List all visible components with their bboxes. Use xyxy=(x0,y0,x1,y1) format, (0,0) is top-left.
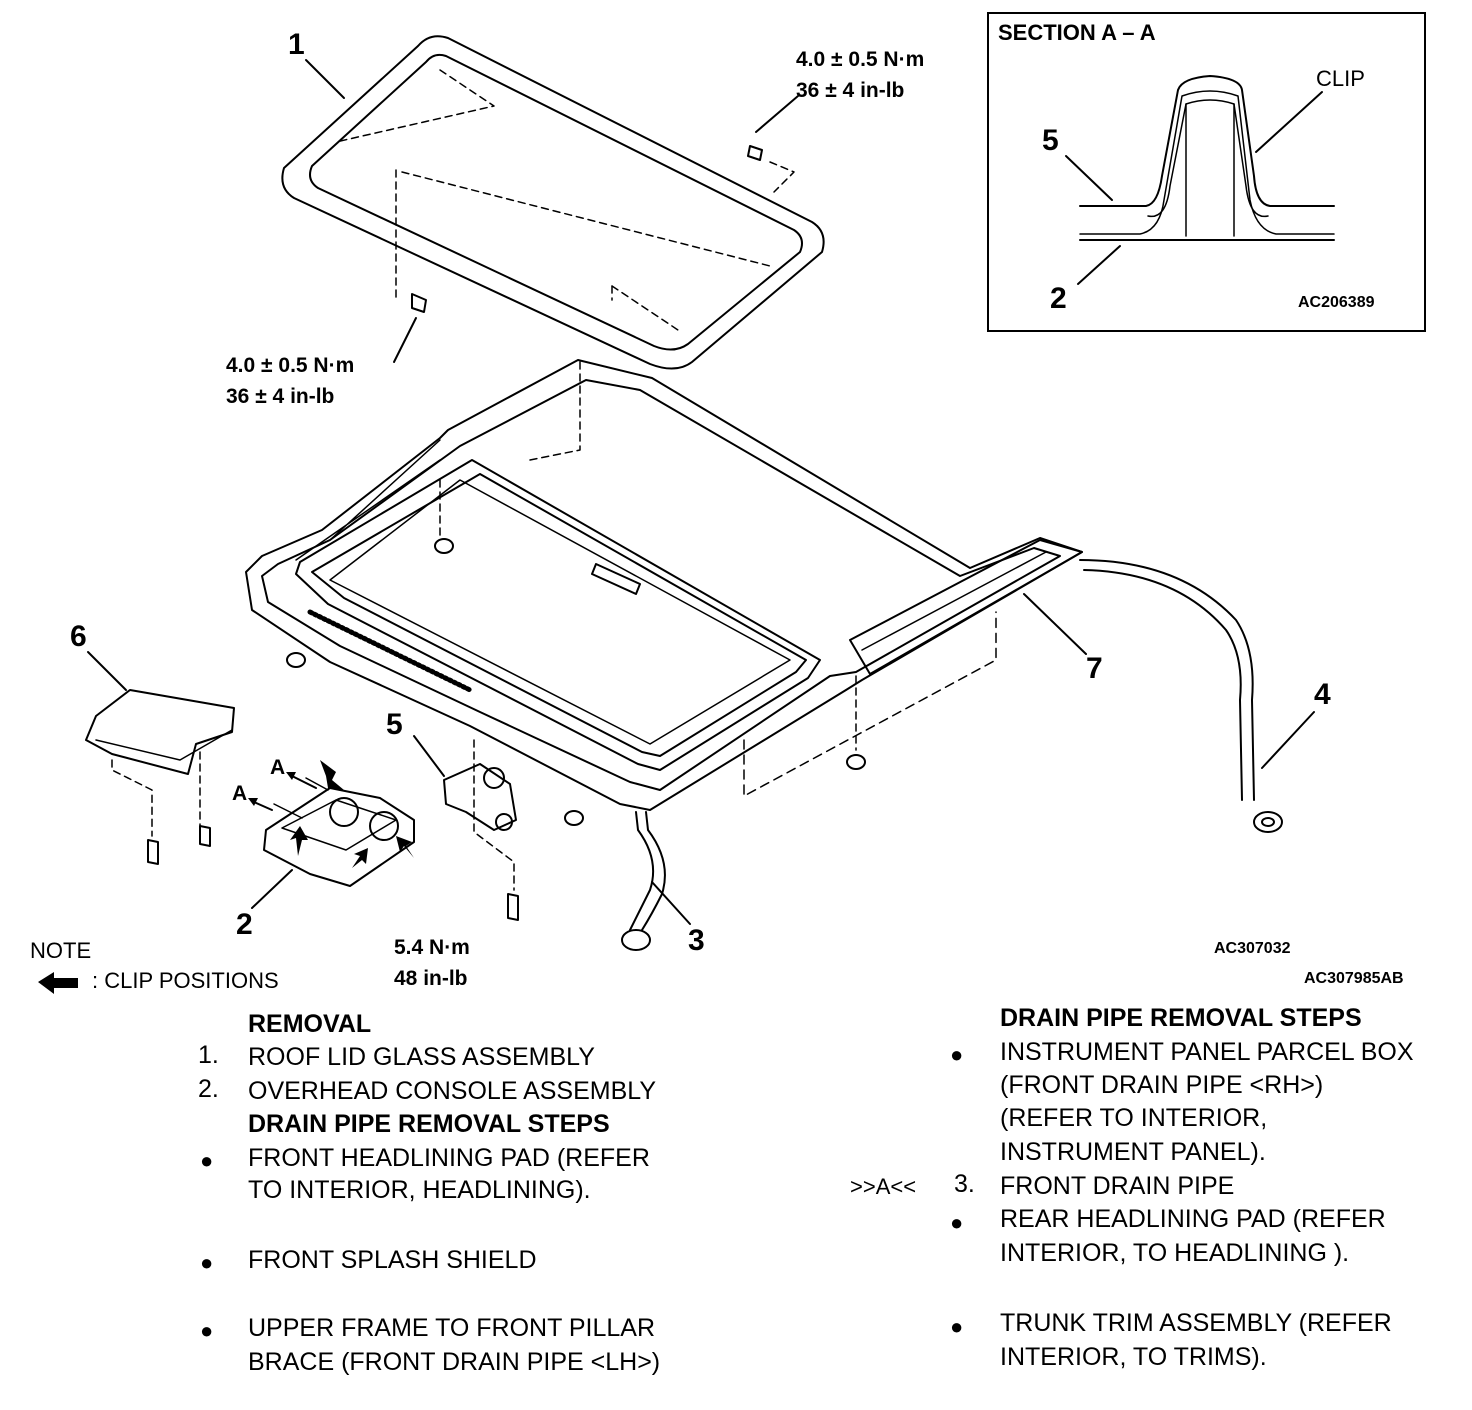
sunroof-motor xyxy=(413,735,519,921)
step-upper-frame-line1: UPPER FRAME TO FRONT PILLAR xyxy=(248,1314,656,1342)
step-roof-lid-glass: ROOF LID GLASS ASSEMBLY xyxy=(248,1043,595,1071)
figure-code-2: AC307985AB xyxy=(1304,970,1404,987)
bullet-icon: ● xyxy=(950,1042,964,1067)
drain-pipe-subheading: DRAIN PIPE REMOVAL STEPS xyxy=(248,1110,610,1138)
step-trunk-trim-line2: INTERIOR, TO TRIMS). xyxy=(1000,1343,1267,1371)
step-rear-headlining-line1: REAR HEADLINING PAD (REFER xyxy=(1000,1205,1386,1233)
removal-heading: REMOVAL xyxy=(248,1010,372,1038)
section-a-a-box xyxy=(987,12,1426,332)
arrow-label-a2: A xyxy=(232,782,248,805)
overhead-console xyxy=(251,777,415,909)
service-point-ref: >>A<< xyxy=(850,1174,917,1199)
glass-bolt-front xyxy=(393,293,427,363)
step-upper-frame-line2: BRACE (FRONT DRAIN PIPE <LH>) xyxy=(248,1348,661,1376)
leader-7 xyxy=(1023,593,1087,655)
callout-7: 7 xyxy=(1086,652,1103,685)
console-bracket xyxy=(85,651,235,865)
clip-arrows xyxy=(290,760,414,868)
step-parcel-box-line4: INSTRUMENT PANEL). xyxy=(1000,1138,1266,1166)
torque-value-inlb: 48 in-lb xyxy=(394,967,468,990)
bullet-icon: ● xyxy=(950,1210,964,1235)
callout-2: 2 xyxy=(236,908,253,941)
torque-value-nm: 4.0 ± 0.5 N·m xyxy=(226,354,355,377)
callout-3: 3 xyxy=(688,924,705,957)
sunroof-frame xyxy=(245,359,1083,811)
bullet-icon: ● xyxy=(950,1314,964,1339)
torque-motor: 5.4 N·m 48 in-lb xyxy=(394,932,470,994)
section-arrows xyxy=(248,772,317,811)
figure-code-1: AC307032 xyxy=(1214,940,1291,957)
callout-5: 5 xyxy=(386,708,403,741)
section-callout-2: 2 xyxy=(1050,282,1067,315)
step-number: 3. xyxy=(954,1170,975,1198)
step-front-drain-pipe: FRONT DRAIN PIPE xyxy=(1000,1172,1235,1200)
drain-pipe-heading: DRAIN PIPE REMOVAL STEPS xyxy=(1000,1004,1362,1032)
frame-grommets xyxy=(286,538,866,826)
step-overhead-console: OVERHEAD CONSOLE ASSEMBLY xyxy=(248,1077,656,1105)
callout-6: 6 xyxy=(70,620,87,653)
callout-1: 1 xyxy=(288,28,305,61)
note-arrow-icon xyxy=(38,972,78,994)
torque-glass-front: 4.0 ± 0.5 N·m 36 ± 4 in-lb xyxy=(226,350,354,412)
step-trunk-trim-line1: TRUNK TRIM ASSEMBLY (REFER xyxy=(1000,1309,1392,1337)
glass-bolt-rear xyxy=(747,95,799,193)
step-front-headlining-line1: FRONT HEADLINING PAD (REFER xyxy=(248,1144,650,1172)
callout-4: 4 xyxy=(1314,678,1331,711)
sunroof-exploded-diagram xyxy=(38,35,1335,994)
step-front-headlining-line2: TO INTERIOR, HEADLINING). xyxy=(248,1176,591,1204)
step-parcel-box-line1: INSTRUMENT PANEL PARCEL BOX xyxy=(1000,1038,1414,1066)
bullet-icon: ● xyxy=(200,1250,214,1275)
torque-glass-rear: 4.0 ± 0.5 N·m 36 ± 4 in-lb xyxy=(796,44,924,106)
torque-value-nm: 5.4 N·m xyxy=(394,936,470,959)
rear-drain-pipe xyxy=(1079,559,1315,833)
section-callout-5: 5 xyxy=(1042,124,1059,157)
front-drain-pipe xyxy=(621,811,691,951)
roof-lid-glass xyxy=(281,35,825,370)
note-text: : CLIP POSITIONS xyxy=(92,968,279,993)
torque-value-inlb: 36 ± 4 in-lb xyxy=(226,385,335,408)
leader-1 xyxy=(305,59,345,99)
section-clip-label: CLIP xyxy=(1316,66,1365,91)
step-front-splash-shield: FRONT SPLASH SHIELD xyxy=(248,1246,537,1274)
step-number: 2. xyxy=(198,1075,219,1103)
step-parcel-box-line3: (REFER TO INTERIOR, xyxy=(1000,1104,1268,1132)
arrow-label-a1: A xyxy=(270,756,286,779)
step-rear-headlining-line2: INTERIOR, TO HEADLINING ). xyxy=(1000,1239,1350,1267)
section-code: AC206389 xyxy=(1298,294,1375,311)
section-title: SECTION A – A xyxy=(998,20,1156,45)
section-detail-drawing xyxy=(1065,75,1335,285)
torque-value-inlb: 36 ± 4 in-lb xyxy=(796,79,905,102)
torque-value-nm: 4.0 ± 0.5 N·m xyxy=(796,48,925,71)
bullet-icon: ● xyxy=(200,1318,214,1343)
bullet-icon: ● xyxy=(200,1148,214,1173)
note-title: NOTE xyxy=(30,938,92,963)
step-parcel-box-line2: (FRONT DRAIN PIPE <RH>) xyxy=(1000,1071,1324,1099)
step-number: 1. xyxy=(198,1041,219,1069)
